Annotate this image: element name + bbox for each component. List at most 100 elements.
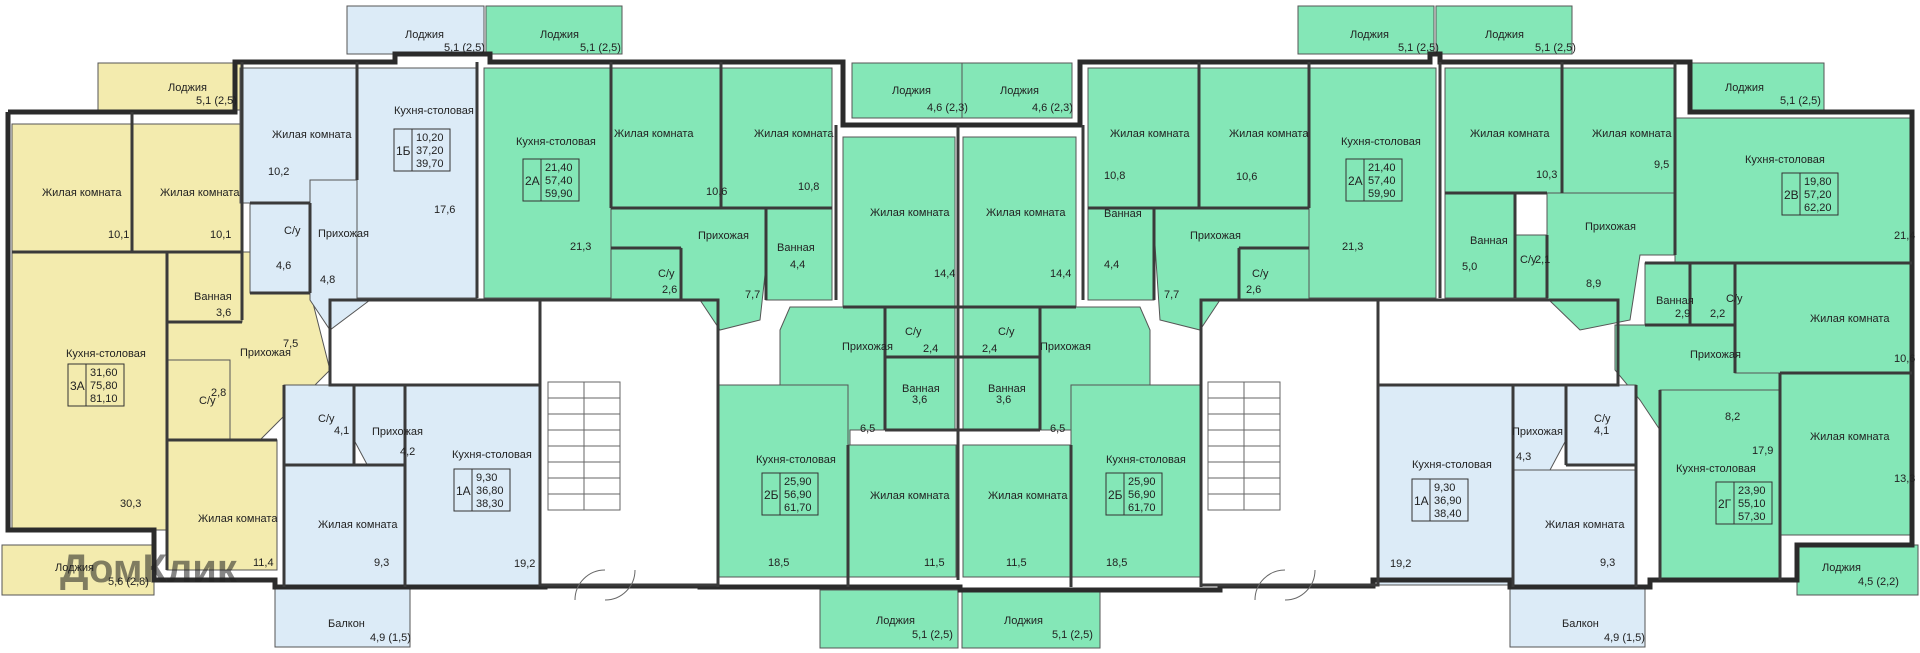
- zone-h1: [283, 384, 355, 466]
- stairs-left: [547, 381, 621, 511]
- zone-area: 4,1: [1594, 425, 1609, 437]
- zone-label: Кухня-столовая: [66, 348, 146, 360]
- zone-ll1: [97, 62, 242, 111]
- zone-area: 10,1: [210, 229, 231, 241]
- apartment-area: 9,30: [476, 472, 497, 484]
- zone-label: Ванная: [1656, 295, 1694, 307]
- zone-a1: [11, 123, 133, 253]
- zone-ll7: [1435, 5, 1573, 55]
- apartment-area: 57,20: [1804, 189, 1832, 201]
- zone-label: Прихожая: [1040, 341, 1091, 353]
- zone-label: Прихожая: [842, 341, 893, 353]
- zone-area: 14,4: [934, 268, 955, 280]
- apartment-area: 56,90: [784, 489, 812, 501]
- apartment-area: 36,90: [1434, 495, 1462, 507]
- zone-label: Лоджия: [405, 29, 444, 41]
- zone-label: Жилая комната: [1592, 128, 1672, 140]
- zone-area: 9,3: [1600, 557, 1615, 569]
- zone-label: Ванная: [777, 242, 815, 254]
- zone-ll10: [274, 586, 411, 648]
- zone-label: Жилая комната: [1810, 431, 1890, 443]
- zone-area: 11,5: [1006, 557, 1027, 569]
- zone-area: 4,9 (1,5): [370, 632, 411, 644]
- zone-area: 17,6: [434, 204, 455, 216]
- zone-label: Жилая комната: [870, 490, 950, 502]
- entrance-door-left: [574, 569, 636, 601]
- apartment-box-frame: [522, 158, 580, 202]
- zone-label: С/у: [318, 413, 335, 425]
- zone-label: С/у: [1252, 268, 1269, 280]
- zone-g6: [1659, 389, 1781, 581]
- zone-area: 3,6: [912, 394, 927, 406]
- zone-label: Кухня-столовая: [452, 449, 532, 461]
- zone-label: Лоджия: [168, 82, 207, 94]
- zone-area: 5,1 (2,5): [1398, 42, 1439, 54]
- apartment-code: 1Б: [396, 144, 411, 158]
- zone-label: Кухня-столовая: [1745, 154, 1825, 166]
- zone-area: 10,8: [798, 181, 819, 193]
- zone-a3: [11, 251, 168, 531]
- apartment-code: 2В: [1784, 188, 1799, 202]
- zone-ll5: [961, 62, 1073, 119]
- zone-area: 2,9: [1675, 308, 1690, 320]
- apartment-area: 59,90: [545, 188, 573, 200]
- zone-label: Лоджия: [892, 85, 931, 97]
- zone-area: 2,4: [982, 343, 997, 355]
- zone-f6: [1674, 117, 1911, 264]
- zone-area: 4,4: [1104, 259, 1119, 271]
- zone-label: С/у: [658, 268, 675, 280]
- zone-g1: [1644, 262, 1691, 326]
- zone-area: 8,9: [1586, 278, 1601, 290]
- apartment-area: 25,90: [1128, 476, 1156, 488]
- zone-label: Жилая комната: [318, 519, 398, 531]
- apartment-box-frame: [67, 363, 125, 407]
- zone-c6: [765, 207, 833, 301]
- zone-area: 21,3: [1342, 241, 1363, 253]
- apartment-code: 1А: [1414, 494, 1429, 508]
- zone-label: Жилая комната: [42, 187, 122, 199]
- zone-label: Ванная: [1104, 208, 1142, 220]
- zone-label: С/у: [1520, 254, 1537, 266]
- zone-area: 4,6 (2,3): [1032, 102, 1073, 114]
- stair-core-right: [1199, 298, 1380, 587]
- stairs-right: [1207, 381, 1281, 511]
- apartment-area: 31,60: [90, 367, 118, 379]
- zone-d8: [962, 356, 1041, 431]
- zone-label: Жилая комната: [986, 207, 1066, 219]
- zone-area: 2,2: [1710, 308, 1725, 320]
- zone-label: Кухня-столовая: [394, 105, 474, 117]
- zone-area: 14,4: [1050, 268, 1071, 280]
- apartment-box-frame: [761, 472, 819, 516]
- zone-label: Кухня-столовая: [516, 136, 596, 148]
- apartment-area: 61,70: [784, 502, 812, 514]
- zone-label: Жилая комната: [1110, 128, 1190, 140]
- zone-area: 18,5: [1106, 557, 1127, 569]
- zone-e3: [1198, 67, 1310, 209]
- zone-area: 10,8: [1104, 170, 1125, 182]
- zone-area: 7,7: [1164, 289, 1179, 301]
- zone-d4: [962, 306, 1041, 358]
- zone-a7: [166, 439, 278, 571]
- zone-label: Жилая комната: [754, 128, 834, 140]
- zone-c3: [720, 67, 833, 209]
- zone-area: 5,1 (2,5): [580, 42, 621, 54]
- zone-i4: [1070, 384, 1202, 578]
- zone-label: С/у: [905, 326, 922, 338]
- zone-area: 2,6: [662, 284, 677, 296]
- zone-area: 2,1: [1535, 254, 1550, 266]
- hall-right: [1376, 298, 1620, 387]
- zone-label: Жилая комната: [988, 490, 1068, 502]
- zone-area: 18,5: [768, 557, 789, 569]
- zone-label: Кухня-столовая: [1676, 463, 1756, 475]
- zone-e1: [1087, 207, 1155, 301]
- zone-area: 5,0: [1462, 261, 1477, 273]
- apartment-box-frame: [453, 468, 511, 512]
- zone-area: 21,4: [1894, 230, 1915, 242]
- zone-area: 2,8: [211, 387, 226, 399]
- zone-area: 5,1 (2,5): [1052, 629, 1093, 641]
- zone-f3: [1444, 192, 1516, 299]
- apartment-area: 21,40: [545, 162, 573, 174]
- apartment-area: 23,90: [1738, 485, 1766, 497]
